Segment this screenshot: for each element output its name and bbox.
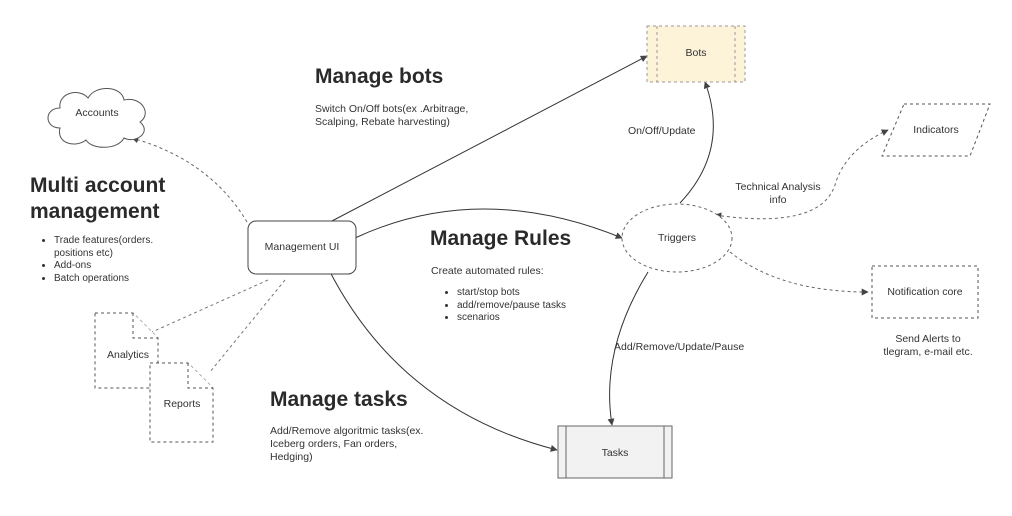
- edge-triggers-indicators: [714, 129, 889, 220]
- notification-core-label: Notification core: [887, 286, 963, 298]
- manage-bots-desc-line1: Switch On/Off bots(ex .Arbitrage,: [315, 103, 469, 115]
- management-ui-label: Management UI: [264, 241, 340, 253]
- edge-label-on-off-update: On/Off/Update: [628, 125, 696, 137]
- edge-label-technical-analysis-line2: info: [769, 194, 787, 206]
- edge-triggers-to-bots: [679, 81, 714, 204]
- edge-label-send-alerts: Send Alerts to tlegram, e-mail etc.: [868, 333, 988, 359]
- multi-account-title-line2: management: [30, 200, 160, 223]
- manage-rules-intro: Create automated rules:: [431, 265, 544, 277]
- management-ui-node-shape: [247, 220, 357, 275]
- multi-account-bullet: Add-ons: [54, 260, 210, 273]
- analytics-label: Analytics: [106, 349, 149, 361]
- manage-tasks-title: Manage tasks: [270, 388, 408, 411]
- edge-ui-to-reports: [209, 279, 286, 373]
- edge-label-add-remove-update-pause: Add/Remove/Update/Pause: [614, 341, 745, 353]
- indicators-node-shape: [881, 103, 991, 157]
- triggers-node-shape: [621, 203, 733, 273]
- reports-label: Reports: [163, 398, 201, 410]
- edge-ui-to-accounts: [131, 136, 248, 223]
- multi-account-title-line1: Multi account: [30, 174, 166, 197]
- accounts-label: Accounts: [75, 107, 119, 119]
- edge-label-technical-analysis: Technical Analysis info: [728, 181, 828, 207]
- manage-rules-bullet: start/stop bots: [457, 287, 603, 300]
- multi-account-bullets: Trade features(orders.positions etc) Add…: [40, 235, 210, 285]
- manage-rules-bullets: start/stop bots add/remove/pause tasks s…: [443, 287, 603, 325]
- edge-ui-to-tasks: [327, 267, 558, 452]
- manage-rules-title: Manage Rules: [430, 227, 572, 250]
- multi-account-bullet: Trade features(orders.positions etc): [54, 235, 210, 260]
- edge-triggers-to-notification: [729, 251, 869, 296]
- edge-ui-to-analytics: [151, 279, 269, 333]
- manage-bots-desc: Switch On/Off bots(ex .Arbitrage, Scalpi…: [315, 103, 515, 129]
- manage-rules-bullet: scenarios: [457, 312, 603, 325]
- manage-tasks-desc: Add/Remove algoritmic tasks(ex. Iceberg …: [270, 425, 470, 464]
- edge-ui-to-bots: [329, 55, 648, 223]
- manage-tasks-desc-line1: Add/Remove algoritmic tasks(ex.: [270, 425, 424, 437]
- bots-node-shape: [646, 25, 746, 83]
- edge-label-send-alerts-line2: tlegram, e-mail etc.: [883, 346, 973, 358]
- multi-account-bullet: Batch operations: [54, 273, 210, 286]
- tasks-node-shape: [557, 425, 673, 479]
- bots-label: Bots: [685, 47, 707, 59]
- edge-label-send-alerts-line1: Send Alerts to: [895, 333, 961, 345]
- multi-account-title: Multi account management: [30, 173, 210, 225]
- tasks-label: Tasks: [601, 447, 629, 459]
- manage-bots-desc-line2: Scalping, Rebate harvesting): [315, 116, 450, 128]
- manage-tasks-desc-line2: Iceberg orders, Fan orders,: [270, 438, 398, 450]
- notification-core-node-shape: [871, 265, 979, 319]
- manage-bots-title: Manage bots: [315, 65, 444, 88]
- manage-tasks-desc-line3: Hedging): [270, 451, 313, 463]
- indicators-label: Indicators: [913, 124, 959, 136]
- edge-triggers-to-tasks: [607, 271, 649, 426]
- triggers-label: Triggers: [657, 232, 697, 244]
- manage-rules-bullet: add/remove/pause tasks: [457, 300, 603, 313]
- accounts-cloud-shape: [47, 88, 146, 148]
- edge-label-technical-analysis-line1: Technical Analysis: [735, 181, 821, 193]
- edge-ui-to-triggers: [354, 208, 623, 239]
